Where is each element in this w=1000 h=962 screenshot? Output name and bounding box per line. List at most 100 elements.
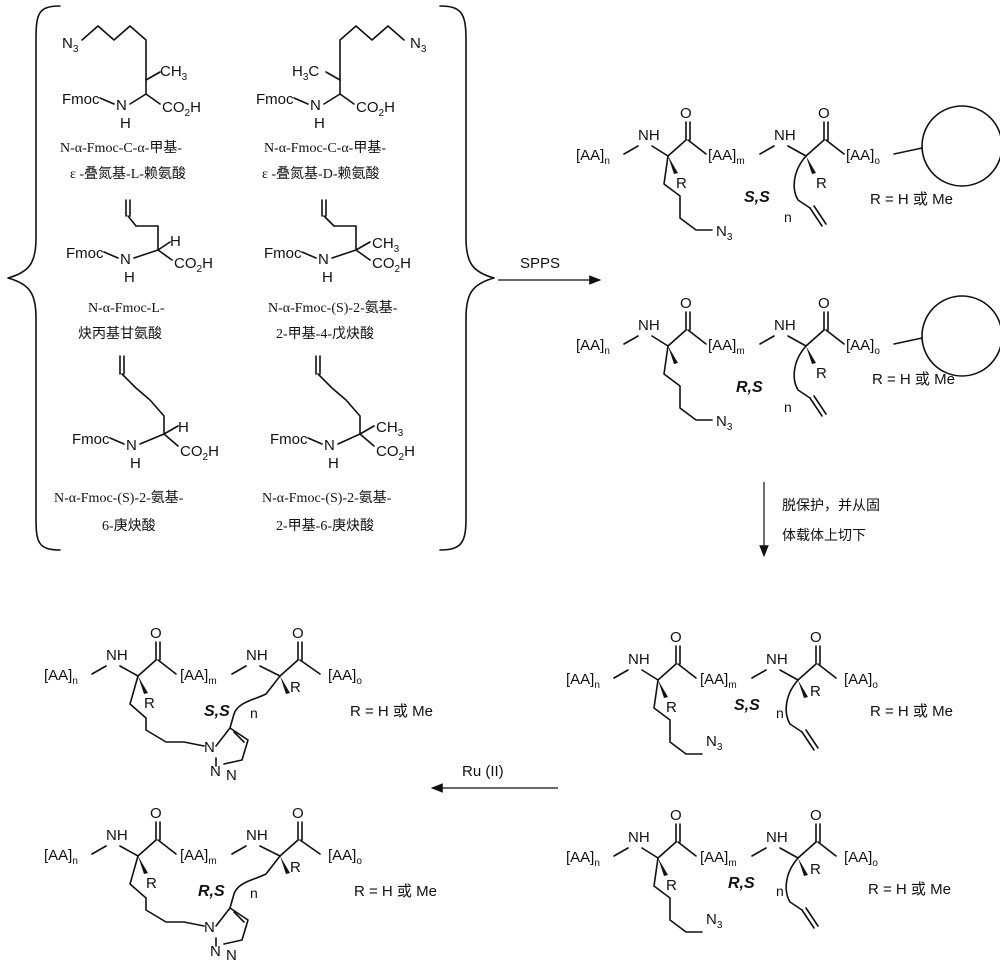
right-curly-brace [440, 6, 494, 550]
svg-text:CH3: CH3 [160, 63, 188, 83]
svg-text:NH: NH [774, 127, 796, 144]
svg-text:H: H [120, 115, 131, 132]
svg-text:N: N [226, 767, 237, 784]
svg-text:H: H [322, 269, 333, 286]
r-definition: R = H 或 Me [872, 371, 955, 388]
block-4-name-line2: 2-甲基-4-戊炔酸 [276, 325, 374, 342]
svg-text:R: R [816, 365, 827, 382]
left-curly-brace [8, 6, 60, 550]
r-definition: R = H 或 Me [868, 881, 951, 898]
svg-text:N3: N3 [716, 223, 733, 243]
block-5-name-line2: 6-庚炔酸 [102, 518, 156, 534]
svg-text:Fmoc: Fmoc [264, 245, 302, 262]
svg-text:H: H [328, 455, 339, 472]
svg-text:O: O [680, 105, 692, 122]
svg-text:[AA]n: [AA]n [576, 337, 610, 357]
svg-text:[AA]m: [AA]m [700, 849, 737, 869]
block-3-name-line2: 炔丙基甘氨酸 [78, 325, 162, 342]
arrows: SPPS 脱保护，并从固 体载体上切下 Ru (II) [432, 255, 880, 788]
stereo-label: S,S [734, 697, 760, 714]
solid-support-bead [922, 296, 1000, 376]
svg-text:N: N [204, 739, 215, 756]
svg-text:H: H [314, 115, 325, 132]
solid-support-bead [922, 106, 1000, 186]
block-1-name-line2: ε -叠氮基-L-赖氨酸 [70, 165, 186, 182]
stereo-label: S,S [744, 189, 770, 206]
svg-text:O: O [818, 295, 830, 312]
svg-text:H: H [130, 455, 141, 472]
svg-text:[AA]o: [AA]o [844, 671, 878, 691]
svg-text:[AA]o: [AA]o [846, 147, 880, 167]
svg-text:R: R [666, 877, 677, 894]
block-2-name-line2: ε -叠氮基-D-赖氨酸 [262, 165, 379, 182]
svg-text:[AA]m: [AA]m [708, 147, 745, 167]
svg-text:Fmoc: Fmoc [270, 431, 308, 448]
svg-text:N3: N3 [716, 413, 733, 433]
svg-text:CO2H: CO2H [174, 255, 213, 275]
svg-text:N3: N3 [706, 911, 723, 931]
r-definition: R = H 或 Me [350, 703, 433, 720]
deprotect-label-line2: 体载体上切下 [782, 528, 866, 544]
r-definition: R = H 或 Me [354, 883, 437, 900]
svg-text:[AA]o: [AA]o [328, 847, 362, 867]
svg-text:R: R [810, 683, 821, 700]
svg-text:O: O [680, 295, 692, 312]
building-block-1: N3 CH3 Fmoc N H CO2H N-α-Fmoc-C-α-甲基- ε … [60, 26, 201, 182]
svg-text:[AA]m: [AA]m [700, 671, 737, 691]
svg-text:N: N [324, 437, 335, 454]
svg-text:O: O [818, 105, 830, 122]
svg-text:n: n [776, 883, 784, 899]
svg-text:N: N [120, 251, 131, 268]
svg-text:NH: NH [638, 127, 660, 144]
stereo-label: S,S [204, 703, 230, 720]
building-blocks-group: N3 CH3 Fmoc N H CO2H N-α-Fmoc-C-α-甲基- ε … [8, 6, 494, 550]
svg-text:H3C: H3C [292, 63, 319, 83]
building-block-2: N3 H3C Fmoc N H CO2H N-α-Fmoc-C-α-甲基- ε … [256, 26, 427, 182]
svg-text:[AA]o: [AA]o [844, 849, 878, 869]
free-peptide-ss: [AA]n NH R O [AA]m NH R O [AA]o N3 [566, 629, 953, 754]
svg-text:N3: N3 [706, 733, 723, 753]
svg-text:R: R [666, 699, 677, 716]
cyclized-peptide-rs: [AA]n NH R O [AA]m NH R O [AA]o N [44, 805, 437, 962]
svg-text:[AA]m: [AA]m [180, 667, 217, 687]
svg-text:O: O [292, 805, 304, 822]
svg-text:CO2H: CO2H [376, 443, 415, 463]
svg-text:O: O [670, 629, 682, 646]
svg-text:R: R [146, 875, 157, 892]
svg-text:H: H [124, 269, 135, 286]
svg-text:R: R [810, 861, 821, 878]
block-1-name-line1: N-α-Fmoc-C-α-甲基- [60, 139, 182, 156]
spps-label: SPPS [520, 255, 560, 272]
svg-text:O: O [810, 807, 822, 824]
svg-text:[AA]n: [AA]n [576, 147, 610, 167]
svg-text:CH3: CH3 [372, 235, 400, 255]
r-definition: R = H 或 Me [870, 703, 953, 720]
svg-text:O: O [670, 807, 682, 824]
building-block-5: H Fmoc N H CO2H N-α-Fmoc-(S)-2-氨基- 6-庚炔酸 [54, 356, 219, 534]
svg-text:CO2H: CO2H [180, 443, 219, 463]
svg-text:NH: NH [628, 651, 650, 668]
svg-text:O: O [150, 625, 162, 642]
svg-text:[AA]n: [AA]n [44, 847, 78, 867]
building-block-3: H Fmoc N H CO2H N-α-Fmoc-L- 炔丙基甘氨酸 [66, 200, 213, 342]
svg-text:R: R [290, 679, 301, 696]
svg-text:N: N [116, 97, 127, 114]
block-2-name-line1: N-α-Fmoc-C-α-甲基- [264, 139, 386, 156]
svg-text:R: R [816, 175, 827, 192]
stereo-label: R,S [198, 883, 225, 900]
svg-text:NH: NH [774, 317, 796, 334]
svg-text:O: O [292, 625, 304, 642]
svg-text:n: n [776, 705, 784, 721]
svg-text:Fmoc: Fmoc [256, 91, 294, 108]
svg-text:N: N [226, 947, 237, 962]
resin-peptide-ss: [AA]n NH R O [AA]m NH R O [AA]o [576, 105, 1000, 243]
svg-text:CH3: CH3 [376, 419, 404, 439]
block-4-name-line1: N-α-Fmoc-(S)-2-氨基- [268, 299, 398, 316]
svg-text:NH: NH [246, 647, 268, 664]
svg-text:H: H [170, 233, 181, 250]
svg-text:NH: NH [628, 829, 650, 846]
block-6-name-line1: N-α-Fmoc-(S)-2-氨基- [262, 489, 392, 506]
svg-text:[AA]n: [AA]n [566, 671, 600, 691]
svg-text:H: H [178, 419, 189, 436]
